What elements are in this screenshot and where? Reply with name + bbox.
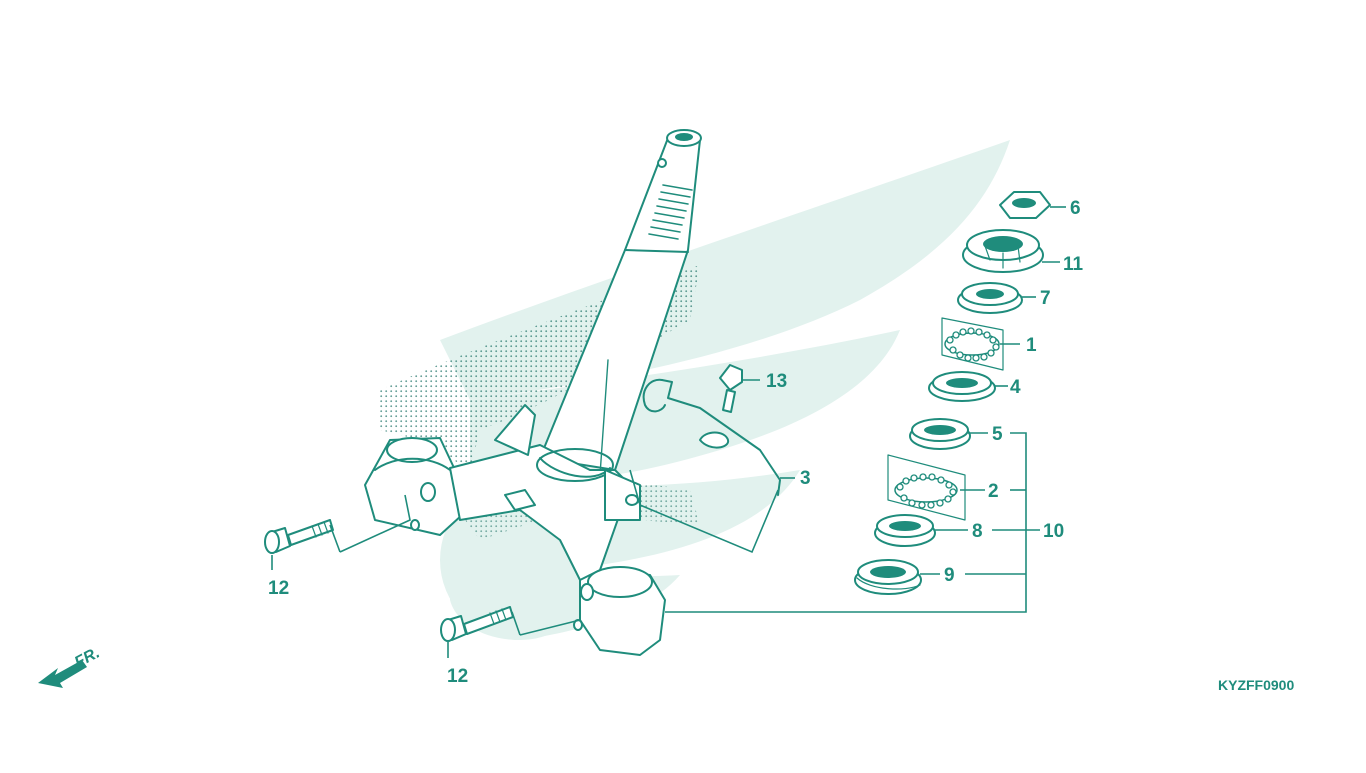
- bottom-cone-race-8: [874, 514, 936, 547]
- callout-1: 1: [1026, 335, 1037, 356]
- callout-6: 6: [1070, 198, 1081, 219]
- callout-4: 4: [1010, 377, 1021, 398]
- callout-11: 11: [1063, 254, 1084, 275]
- ball-retainer-2: [887, 454, 966, 521]
- cone-race-7: [957, 282, 1023, 314]
- adjusting-nut-11: [962, 229, 1044, 273]
- dust-seal-9: [854, 559, 922, 595]
- callout-3: 3: [800, 468, 811, 489]
- race-5: [909, 418, 971, 450]
- steering-stem-assembly: [364, 129, 702, 656]
- leader-lines: [271, 206, 1066, 658]
- callout-13: 13: [766, 371, 787, 392]
- callout-7: 7: [1040, 288, 1051, 309]
- top-race-4: [928, 371, 996, 402]
- lock-nut-6: [999, 191, 1051, 219]
- callout-2: 2: [988, 481, 999, 502]
- diagram-code: KYZFF0900: [1218, 677, 1294, 693]
- front-direction-arrow: FR.: [38, 644, 103, 688]
- bolt-13: [719, 364, 743, 413]
- callout-10: 10: [1043, 521, 1064, 542]
- callout-5: 5: [992, 424, 1003, 445]
- callout-12-lower: 12: [447, 666, 468, 687]
- callout-8: 8: [972, 521, 983, 542]
- ball-retainer-1: [941, 317, 1004, 371]
- callout-labels: 6 11 7 1 4 5 2 8 10 9 13 3 12 12: [268, 198, 1084, 687]
- callout-12-upper: 12: [268, 578, 289, 599]
- bolt-12-lower: [440, 606, 514, 642]
- callout-9: 9: [944, 565, 955, 586]
- bolt-12-upper: [264, 519, 334, 554]
- wire-clip-3: [642, 378, 781, 496]
